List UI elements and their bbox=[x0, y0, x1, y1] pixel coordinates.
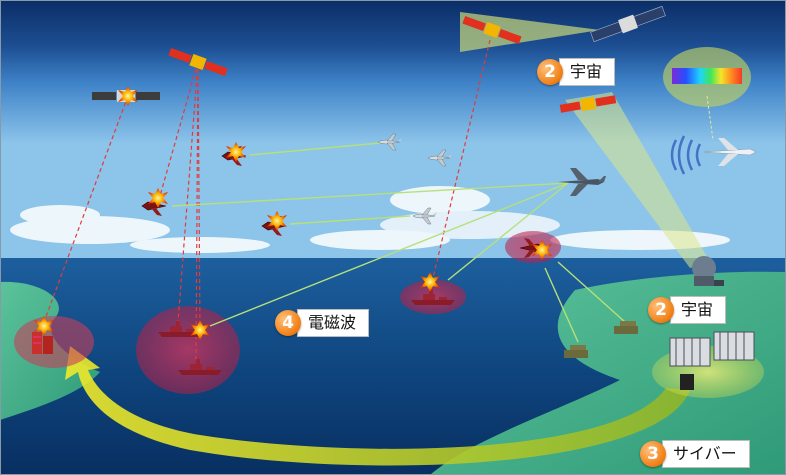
satellite-icon bbox=[168, 47, 228, 77]
label-cyber: 3 サイバー bbox=[640, 440, 750, 468]
label-space-ground: 2 宇宙 bbox=[648, 296, 727, 324]
satellite-beam bbox=[460, 12, 600, 52]
satellite-icon bbox=[559, 95, 617, 113]
ground-target-zone bbox=[14, 316, 94, 368]
number-badge: 2 bbox=[537, 59, 563, 85]
spectrum-icon bbox=[672, 68, 742, 84]
signal-wave-icon bbox=[670, 135, 702, 175]
awacs-aircraft-icon bbox=[558, 168, 606, 196]
awacs-aircraft-icon bbox=[703, 138, 757, 166]
satellite-icon bbox=[462, 15, 522, 45]
label-text: 宇宙 bbox=[670, 296, 727, 324]
datalink-lines bbox=[171, 142, 626, 343]
fleet-target-zone bbox=[136, 306, 240, 394]
missile-launcher-icon bbox=[564, 345, 588, 358]
label-text: 電磁波 bbox=[297, 309, 370, 337]
number-badge: 2 bbox=[648, 297, 674, 323]
missile-launcher-icon bbox=[614, 321, 638, 334]
satellite-links bbox=[43, 39, 491, 363]
number-badge: 3 bbox=[640, 441, 666, 467]
label-text: サイバー bbox=[662, 440, 750, 468]
label-space-top: 2 宇宙 bbox=[537, 58, 616, 86]
label-electromagnetic: 4 電磁波 bbox=[275, 309, 370, 337]
number-badge: 4 bbox=[275, 310, 301, 336]
satellite-icon bbox=[590, 5, 666, 43]
server-rack-icon bbox=[669, 331, 755, 390]
ground-radar-beam bbox=[565, 92, 710, 268]
radar-dome-icon bbox=[692, 256, 724, 286]
server-rack-icon bbox=[32, 332, 53, 354]
label-text: 宇宙 bbox=[559, 58, 616, 86]
